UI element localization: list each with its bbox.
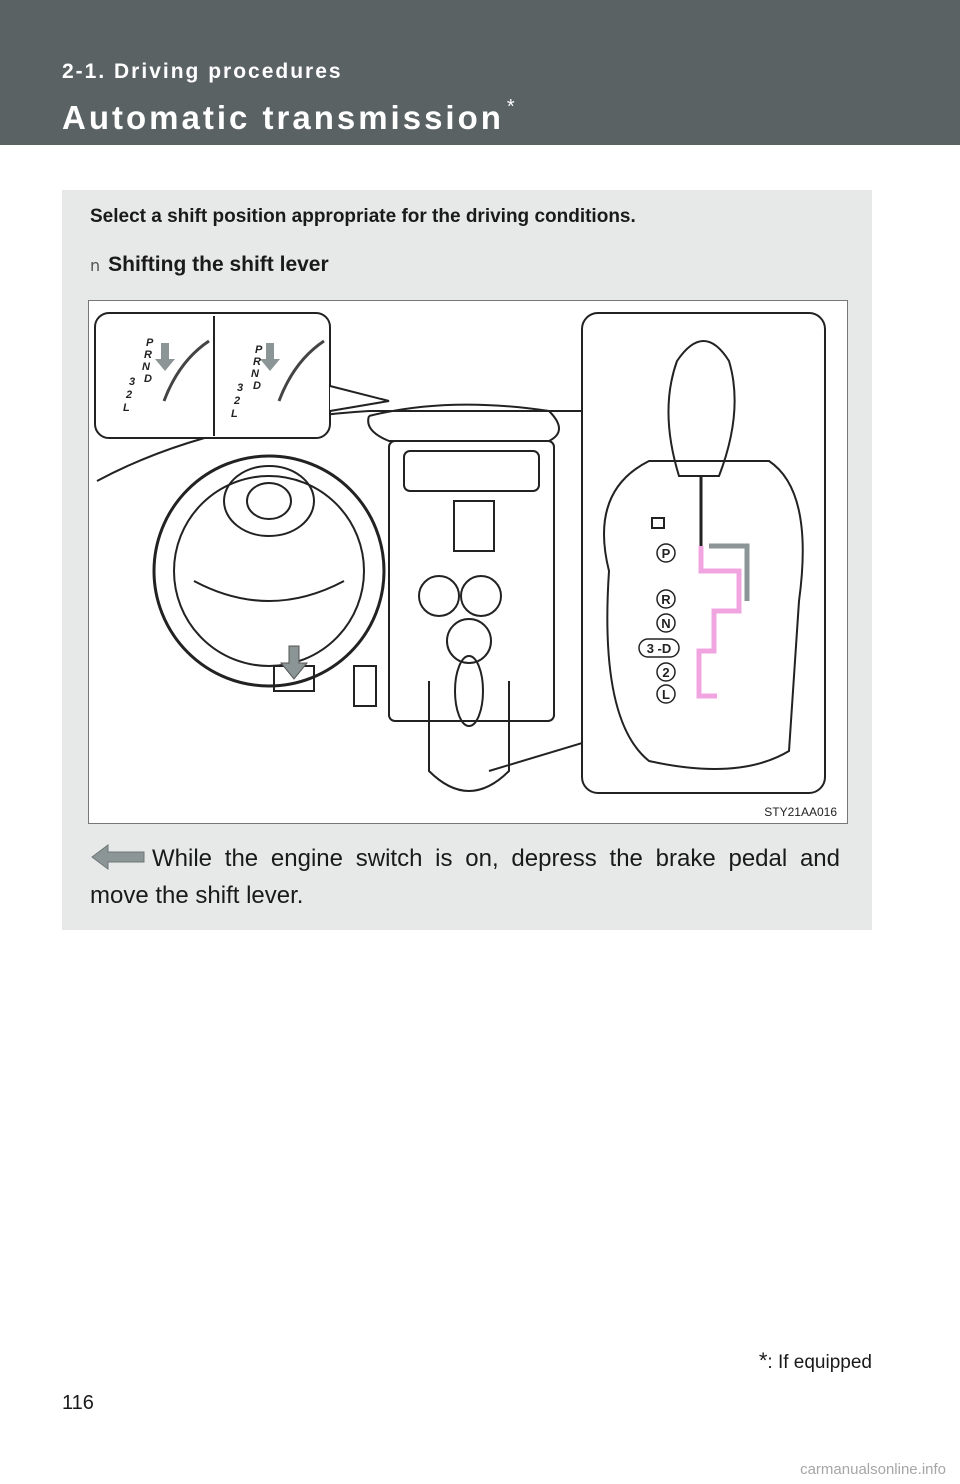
gauge-left-label: R [144, 349, 152, 361]
section-label: 2-1. Driving procedures [62, 60, 343, 83]
gauge-left-label: 2 [125, 389, 132, 401]
gate-label-r: R [661, 592, 671, 607]
gauge-arrow-right-icon [260, 343, 280, 371]
page-number: 116 [62, 1392, 94, 1414]
climate-knob-left [418, 575, 460, 617]
left-arrow-icon [90, 842, 146, 872]
subheading: n Shifting the shift lever [90, 253, 329, 277]
shift-gate-inset [488, 312, 826, 794]
gauge-arrow-left-icon [155, 343, 175, 371]
accelerator-pedal [353, 665, 377, 707]
gauge-right-label: 3 [237, 382, 243, 394]
meter-housing [367, 403, 560, 442]
gauge-left-label: L [123, 402, 130, 414]
asterisk-icon: * [758, 1348, 768, 1373]
gauge-left-label: N [142, 361, 151, 373]
steering-wheel [152, 454, 386, 688]
gauge-left-label: P [146, 337, 154, 349]
figure-illustration: P R N D 3 2 L P R N D 3 2 L [94, 312, 826, 794]
intro-text: Select a shift position appropriate for … [90, 206, 636, 227]
gauge-right-label: P [255, 344, 263, 356]
gauge-right-label: D [253, 380, 261, 392]
shift-knob [667, 340, 736, 477]
caption: While the engine switch is on, depress t… [90, 840, 840, 914]
climate-knob-center [446, 618, 492, 664]
caption-text: While the engine switch is on, depress t… [90, 845, 840, 909]
gauge-inset [94, 312, 390, 439]
shift-lock-button-icon [651, 517, 665, 529]
gauge-left-label: 3 [129, 376, 135, 388]
page-header: 2-1. Driving procedures Automatic transm… [0, 0, 960, 145]
shift-path-gray-icon [709, 543, 750, 601]
bullet-icon: n [90, 256, 101, 275]
toyota-emblem [223, 465, 315, 537]
gate-label-2: 2 [662, 665, 669, 680]
footnote-text: : If equipped [767, 1352, 872, 1373]
gate-label-l: L [662, 687, 670, 702]
brake-arrow-icon [279, 645, 309, 680]
gauge-right-label: N [251, 368, 260, 380]
gauge-right-label: 2 [233, 395, 240, 407]
subheading-text: Shifting the shift lever [108, 253, 329, 276]
page-title: Automatic transmission* [62, 96, 518, 136]
gate-label-3d: 3 -D [647, 641, 672, 656]
title-mark: * [506, 96, 518, 118]
gate-label-n: N [661, 616, 670, 631]
climate-knob-right [460, 575, 502, 617]
center-console [388, 440, 555, 722]
shift-lever-figure: P R N D 3 2 L P R N D 3 2 L [88, 300, 848, 824]
gauge-right-label: L [231, 408, 238, 420]
figure-code: STY21AA016 [764, 805, 837, 819]
shift-console [428, 681, 510, 792]
gate-label-p: P [662, 546, 671, 561]
gauge-right-label: R [253, 356, 261, 368]
footnote: *: If equipped [759, 1348, 872, 1374]
shift-path-pink-icon [696, 546, 742, 699]
watermark: carmanualsonline.info [800, 1461, 946, 1478]
gauge-left-label: D [144, 373, 152, 385]
